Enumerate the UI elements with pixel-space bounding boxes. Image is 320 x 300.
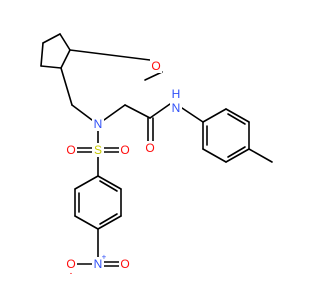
np-inner-3 bbox=[99, 180, 118, 192]
np-3 bbox=[74, 215, 99, 230]
thf-bond-2 bbox=[59, 33, 71, 51]
atom-carbonyl-oxygen: O bbox=[144, 141, 156, 155]
ch2-link-1 bbox=[60, 67, 73, 106]
bond-layer bbox=[40, 33, 273, 267]
atom-nitro-nitrogen: N + bbox=[92, 253, 107, 271]
ch2-link-2 bbox=[71, 104, 93, 121]
tol-inner-3 bbox=[227, 113, 246, 125]
atom-sulfur: S bbox=[92, 143, 104, 157]
tol-6 bbox=[202, 108, 227, 123]
np-inner-2 bbox=[99, 213, 118, 225]
molecule-diagram: O N H N O S O O O - bbox=[40, 33, 273, 278]
tol-methyl bbox=[248, 148, 273, 163]
atom-sulfonyl-oxygen-right: O bbox=[119, 143, 131, 157]
nitro-nitrogen-label: N bbox=[94, 257, 103, 271]
carbonyl-oxygen-label: O bbox=[145, 141, 154, 155]
atom-ring-oxygen: O bbox=[150, 59, 162, 73]
np-6 bbox=[97, 175, 122, 190]
thf-o-c-bond bbox=[144, 71, 163, 81]
amide-hydrogen-label: H bbox=[172, 87, 181, 101]
thf-bond-3 bbox=[60, 49, 71, 69]
thf-bond-4 bbox=[40, 65, 62, 69]
nitro-nitrogen-charge: + bbox=[102, 253, 107, 262]
co-nh-bond bbox=[149, 103, 171, 119]
atom-nitro-oxygen-left: O - bbox=[65, 257, 77, 278]
atom-amide-nh: H N bbox=[170, 87, 182, 116]
nh-ring-bond bbox=[181, 107, 204, 123]
tol-inner-2 bbox=[227, 146, 246, 158]
tol-2 bbox=[202, 148, 227, 163]
amide-nitrogen-label: N bbox=[172, 101, 181, 115]
np-4 bbox=[97, 215, 122, 230]
thf-bond-1 bbox=[42, 33, 61, 44]
nitro-oxygen-right-label: O bbox=[120, 257, 129, 271]
thf-bond-5 bbox=[40, 42, 44, 67]
nitro-oxygen-charge: - bbox=[70, 269, 73, 278]
sulfonyl-oxygen-right-label: O bbox=[120, 143, 129, 157]
ch2-co-bond bbox=[124, 104, 151, 119]
tol-3 bbox=[225, 148, 250, 163]
sulfur-label: S bbox=[94, 143, 102, 157]
n-ch2-bond bbox=[103, 104, 126, 121]
ring-oxygen-label: O bbox=[151, 59, 160, 73]
np-1 bbox=[74, 175, 99, 190]
atom-nitro-oxygen-right: O bbox=[119, 257, 131, 271]
thf-c-o-bond bbox=[69, 49, 151, 61]
atom-label-layer: O N H N O S O O O - bbox=[65, 59, 182, 278]
sulfonyl-oxygen-left-label: O bbox=[66, 143, 75, 157]
atom-amine-nitrogen: N bbox=[92, 117, 104, 131]
nitro-oxygen-left-label: O bbox=[66, 257, 75, 271]
tol-5 bbox=[225, 108, 250, 123]
amine-nitrogen-label: N bbox=[94, 117, 103, 131]
atom-sulfonyl-oxygen-left: O bbox=[65, 143, 77, 157]
